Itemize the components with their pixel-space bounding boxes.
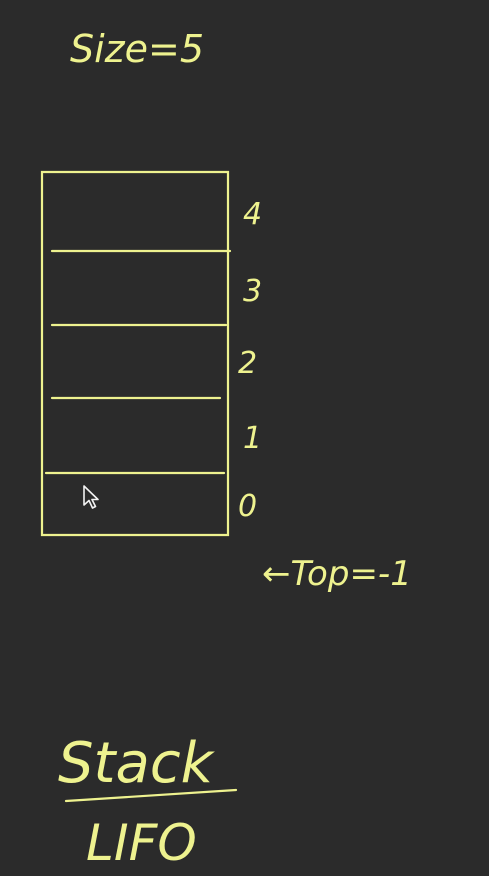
stack-outline <box>40 170 230 537</box>
slot-index-0: 0 <box>238 489 257 524</box>
title-underline <box>64 788 238 803</box>
slot-index-4: 4 <box>243 197 262 232</box>
mouse-pointer-icon <box>83 485 99 509</box>
size-label: Size=5 <box>70 27 204 71</box>
stack-diagram <box>40 170 232 537</box>
slot-index-2: 2 <box>238 346 257 381</box>
slot-index-1: 1 <box>243 421 262 456</box>
slot-index-3: 3 <box>243 274 262 309</box>
top-pointer-label: ←Top=-1 <box>262 554 412 594</box>
lifo-subtitle: LIFO <box>86 814 197 872</box>
stack-title: Stack <box>58 731 216 796</box>
